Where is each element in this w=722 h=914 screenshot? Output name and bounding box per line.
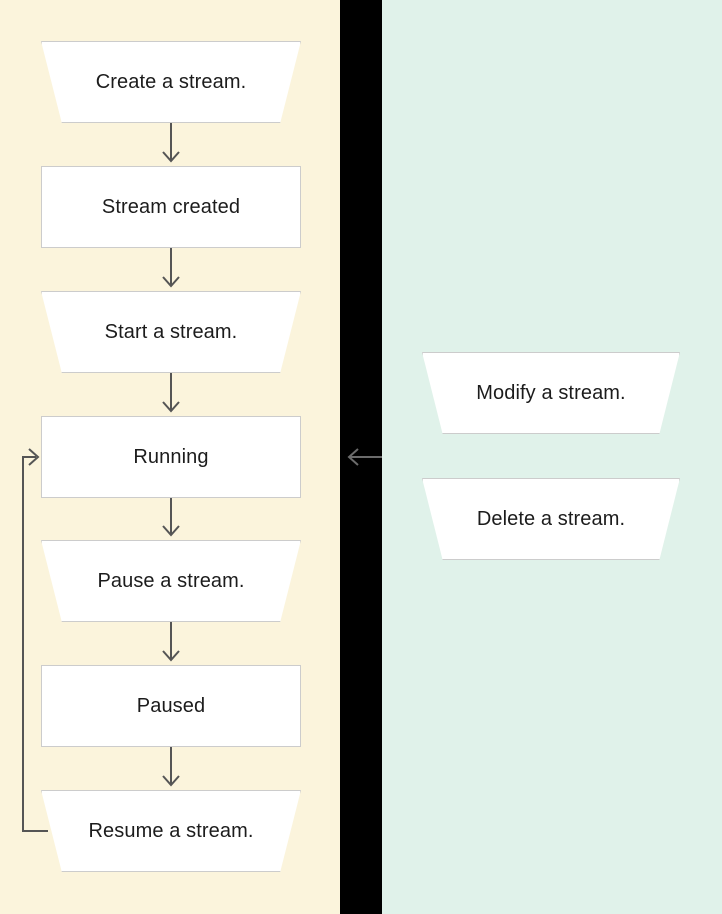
node-label: Running [133, 446, 209, 468]
node-label: Start a stream. [104, 321, 238, 343]
node-label: Stream created [101, 196, 241, 218]
node-paused[interactable]: Paused [41, 665, 301, 747]
node-pause-a-stream[interactable]: Pause a stream. [41, 540, 301, 622]
node-label: Resume a stream. [88, 820, 254, 842]
node-delete-a-stream[interactable]: Delete a stream. [422, 478, 680, 560]
node-running[interactable]: Running [41, 416, 301, 498]
node-modify-a-stream[interactable]: Modify a stream. [422, 352, 680, 434]
trapezoid-shape [422, 352, 680, 434]
trapezoid-shape [41, 790, 301, 872]
node-resume-a-stream[interactable]: Resume a stream. [41, 790, 301, 872]
right-panel-background [382, 0, 722, 914]
trapezoid-shape [41, 41, 301, 123]
node-start-a-stream[interactable]: Start a stream. [41, 291, 301, 373]
node-label: Paused [136, 695, 206, 717]
node-label: Modify a stream. [476, 382, 626, 404]
node-label: Create a stream. [95, 71, 247, 93]
trapezoid-shape [41, 540, 301, 622]
trapezoid-shape [41, 291, 301, 373]
node-stream-created[interactable]: Stream created [41, 166, 301, 248]
node-label: Pause a stream. [97, 570, 245, 592]
node-create-a-stream[interactable]: Create a stream. [41, 41, 301, 123]
node-label: Delete a stream. [476, 508, 626, 530]
divider-panel-background [340, 0, 382, 914]
